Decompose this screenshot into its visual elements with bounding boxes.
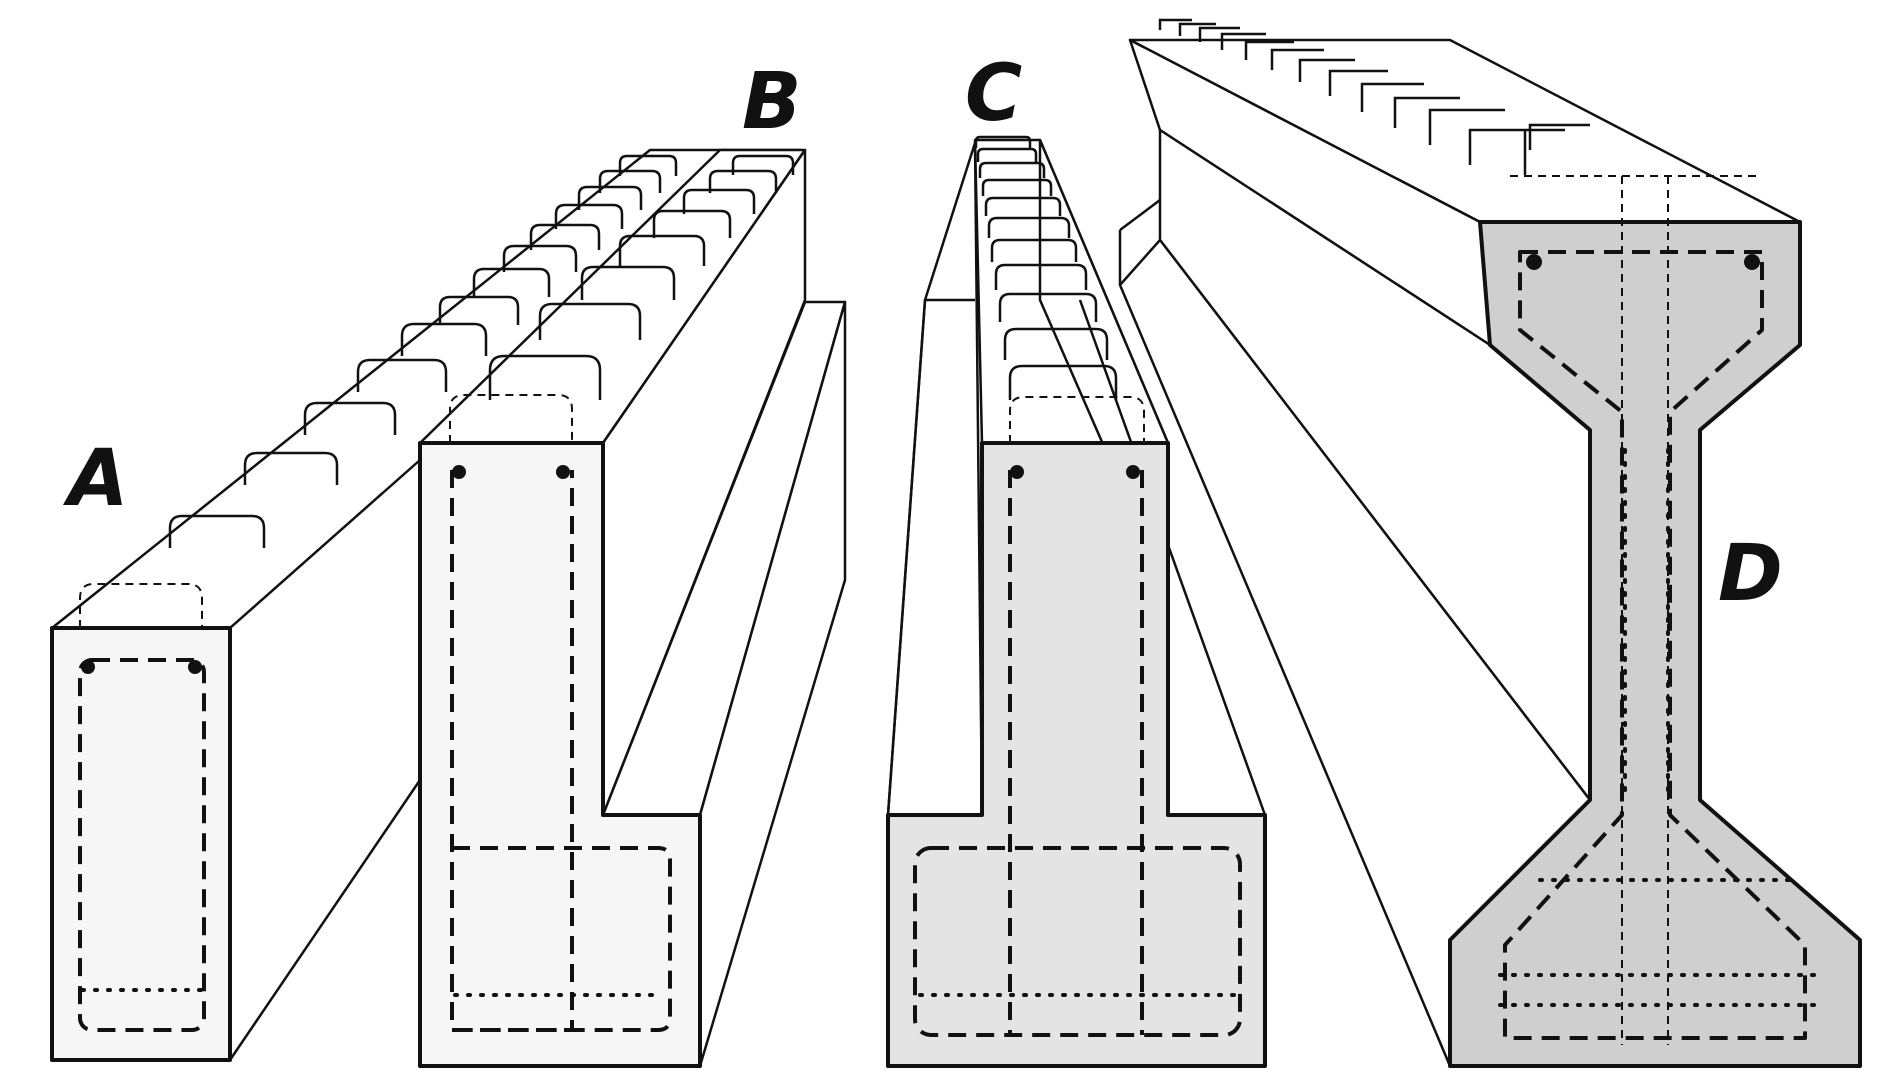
beam-c-stirrups [974,135,1118,400]
beam-b-cross-section [418,441,702,1068]
beam-a-stirrups [168,154,678,548]
beam-d-stirrup-outline [1503,250,1807,1040]
beam-d [1118,18,1862,1068]
beam-b-ledge-stirrup [452,846,672,1032]
beam-d-stirrups [1158,18,1760,177]
beam-b-stirrups [488,154,795,400]
beam-d-cross-section [1448,220,1862,1068]
beam-c-cross-section [886,441,1267,1068]
beam-a-stirrup-outline [78,658,206,1032]
beam-c-label: C [965,49,1022,139]
beam-b [418,148,847,1068]
beam-c-stem-stirrup [1008,470,1144,1035]
beam-c [886,135,1290,1068]
beam-c-flange-stirrup [913,846,1242,1037]
beam-b-label: B [742,57,801,147]
beam-a-label: A [62,434,128,524]
beam-c-left-ledge-face [886,141,984,817]
beam-d-label: D [1718,529,1783,619]
